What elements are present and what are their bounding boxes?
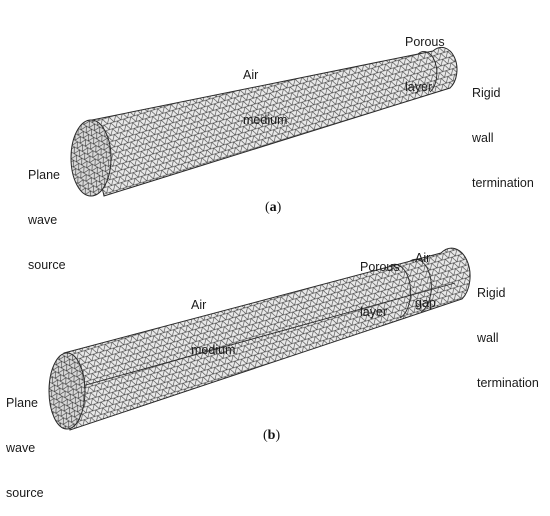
label-b-plane-wave-source: Plane wave source <box>6 396 44 500</box>
cylinder-b-mesh <box>64 248 471 430</box>
label-a-porous-layer: Porous layer <box>405 35 445 94</box>
porous-layer-b-boundary <box>388 263 412 319</box>
label-a-plane-wave-source: Plane wave source <box>28 168 66 272</box>
cylinder-b <box>48 247 471 431</box>
cylinder-a-mesh <box>87 47 457 197</box>
label-b-air-gap: Air gap <box>415 251 436 310</box>
label-b-porous-layer: Porous layer <box>360 260 400 319</box>
porous-layer-a-boundary <box>417 51 438 93</box>
source-end-a-mesh <box>71 120 111 196</box>
label-b-air-medium: Air medium <box>191 298 236 357</box>
label-b-rigid-wall-termination: Rigid wall termination <box>477 286 539 390</box>
cylinder-b-seam <box>63 282 456 392</box>
cylinder-a <box>70 46 458 197</box>
air-gap-b-boundary <box>409 258 432 313</box>
source-end-b-mesh <box>49 353 85 429</box>
label-a-air-medium: Air medium <box>243 68 288 127</box>
caption-a: (a) <box>265 200 282 215</box>
label-a-rigid-wall-termination: Rigid wall termination <box>472 86 534 190</box>
diagram-canvas <box>48 46 471 431</box>
caption-b: (b) <box>263 428 281 443</box>
